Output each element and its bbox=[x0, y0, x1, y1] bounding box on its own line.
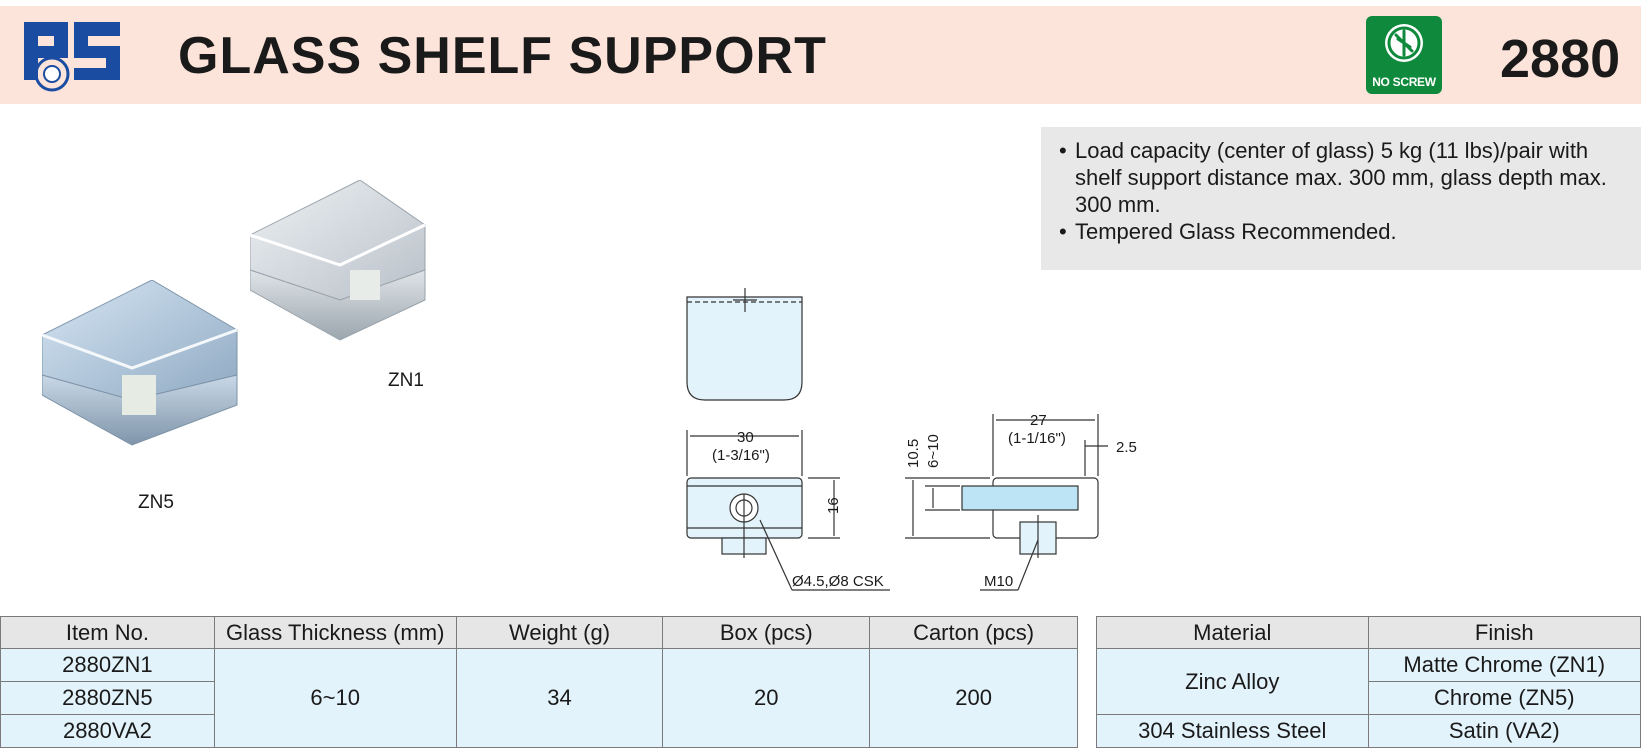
glass-thickness-cell: 6~10 bbox=[213, 648, 457, 748]
table-row: 2880ZN1 6~10 34 20 200 bbox=[0, 648, 1078, 748]
dim-depth-mm: 27 bbox=[1030, 412, 1047, 429]
dim-glass-range: 6~10 bbox=[925, 434, 942, 468]
no-screw-label: NO SCREW bbox=[1372, 75, 1436, 89]
dim-lip-mm: 2.5 bbox=[1116, 439, 1137, 456]
table-row: 2880ZN5 bbox=[0, 681, 1078, 715]
material-cell: Zinc Alloy bbox=[1096, 648, 1369, 715]
weight-cell: 34 bbox=[455, 648, 664, 748]
dim-depth-in: (1-1/16") bbox=[1008, 430, 1066, 447]
header-bar: GLASS SHELF SUPPORT NO SCREW 2880 bbox=[0, 6, 1641, 104]
material-table: Material Finish Zinc Alloy Matte Chrome … bbox=[1096, 616, 1641, 748]
item-no-cell: 2880VA2 bbox=[0, 714, 215, 748]
note-load-capacity: Load capacity (center of glass) 5 kg (11… bbox=[1059, 137, 1623, 218]
col-carton: Carton (pcs) bbox=[869, 616, 1078, 649]
dim-total-height: 10.5 bbox=[905, 439, 922, 468]
spec-table: Item No. Glass Thickness (mm) Weight (g)… bbox=[0, 616, 1078, 748]
table-row: 2880VA2 bbox=[0, 714, 1078, 748]
col-finish: Finish bbox=[1367, 616, 1641, 649]
item-no-cell: 2880ZN1 bbox=[0, 648, 215, 682]
table-row: 304 Stainless Steel Satin (VA2) bbox=[1096, 714, 1641, 748]
col-item-no: Item No. bbox=[0, 616, 215, 649]
material-table-header: Material Finish bbox=[1096, 616, 1641, 649]
finish-cell: Satin (VA2) bbox=[1367, 714, 1641, 748]
material-cell: 304 Stainless Steel bbox=[1096, 714, 1369, 748]
finish-cell: Chrome (ZN5) bbox=[1367, 681, 1641, 715]
carton-cell: 200 bbox=[869, 648, 1078, 748]
col-weight: Weight (g) bbox=[455, 616, 664, 649]
note-tempered-glass: Tempered Glass Recommended. bbox=[1059, 218, 1623, 245]
no-screw-icon bbox=[1385, 24, 1423, 62]
dim-width-in: (1-3/16") bbox=[712, 447, 770, 464]
product-photo-zn5 bbox=[42, 280, 238, 446]
col-box: Box (pcs) bbox=[662, 616, 871, 649]
model-number: 2880 bbox=[1500, 29, 1621, 89]
item-no-cell: 2880ZN5 bbox=[0, 681, 215, 715]
product-photo-zn1 bbox=[250, 180, 426, 341]
dim-width-mm: 30 bbox=[737, 429, 754, 446]
box-cell: 20 bbox=[662, 648, 871, 748]
table-row: Zinc Alloy Matte Chrome (ZN1) bbox=[1096, 648, 1641, 715]
col-glass-thickness: Glass Thickness (mm) bbox=[213, 616, 457, 649]
dim-thread: M10 bbox=[984, 573, 1013, 590]
dim-hole: Ø4.5,Ø8 CSK bbox=[792, 573, 884, 590]
spec-table-header: Item No. Glass Thickness (mm) Weight (g)… bbox=[0, 616, 1078, 649]
spec-notes: Load capacity (center of glass) 5 kg (11… bbox=[1041, 127, 1641, 270]
dim-height-mm: 16 bbox=[825, 497, 842, 514]
col-material: Material bbox=[1096, 616, 1369, 649]
finish-cell: Matte Chrome (ZN1) bbox=[1367, 648, 1641, 682]
ps-logo-icon bbox=[24, 22, 120, 92]
no-screw-badge: NO SCREW bbox=[1366, 16, 1442, 94]
photo-label-zn1: ZN1 bbox=[388, 370, 424, 391]
page-title: GLASS SHELF SUPPORT bbox=[178, 27, 827, 85]
photo-label-zn5: ZN5 bbox=[138, 492, 174, 513]
